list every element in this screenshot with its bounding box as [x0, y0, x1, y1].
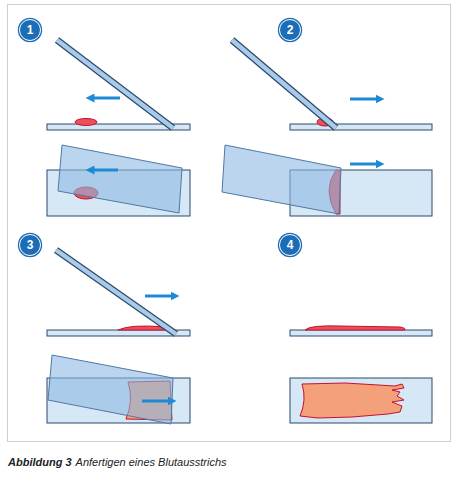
caption-row: Abbildung 3 Anfertigen eines Blutausstric… [8, 456, 227, 468]
direction-arrow [145, 295, 175, 298]
spreader-slide [222, 145, 341, 214]
figure-caption: Anfertigen eines Blutausstrichs [76, 456, 227, 468]
spreader-slide [232, 40, 336, 128]
spreader-slide [57, 40, 173, 128]
callout-number: 2 [279, 19, 301, 41]
spreader-slide [57, 40, 173, 128]
spreader-slide [56, 250, 176, 334]
direction-arrow [350, 163, 380, 166]
direction-arrow [350, 98, 380, 101]
direction-arrow [90, 97, 120, 100]
spreader-slide [48, 355, 173, 424]
spreader-slide [56, 250, 176, 334]
callout-number: 4 [279, 234, 301, 256]
callout-number: 3 [19, 234, 41, 256]
blood-drop [75, 119, 97, 126]
slide-side [290, 330, 432, 336]
blood-smear [300, 383, 404, 418]
direction-arrow [142, 400, 172, 403]
blood-smear [305, 326, 405, 330]
slide-side [290, 124, 432, 130]
frame [8, 5, 451, 442]
figure-number: Abbildung 3 [8, 456, 72, 468]
spreader-slide [58, 145, 182, 213]
slide-top [290, 378, 432, 423]
callout-number: 1 [19, 19, 41, 41]
spreader-slide [232, 40, 336, 128]
direction-arrow [90, 169, 118, 172]
